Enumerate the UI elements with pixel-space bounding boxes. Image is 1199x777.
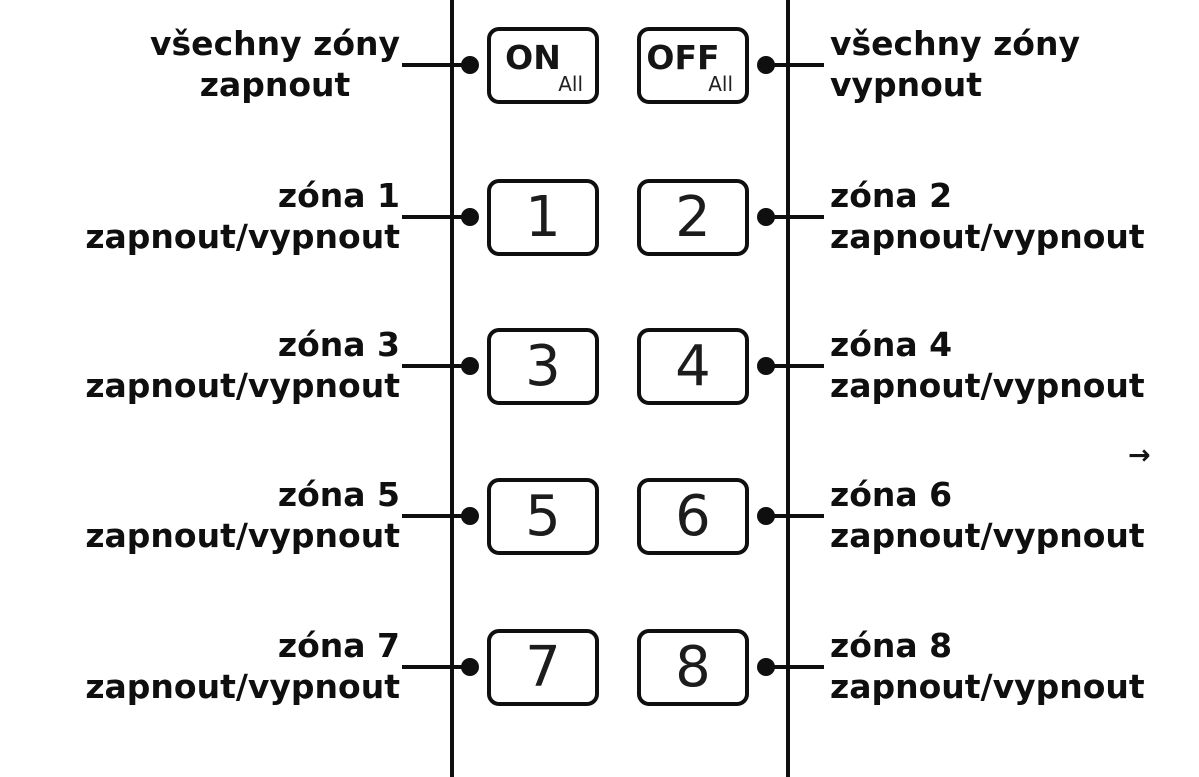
button-label: 1 xyxy=(525,184,561,250)
callout-line1: zóna 7 xyxy=(277,626,400,665)
button-label: 3 xyxy=(525,333,561,399)
button-zone-4[interactable]: 4 xyxy=(637,328,749,405)
leader-line-right xyxy=(764,63,824,67)
connector-dot-left xyxy=(461,56,479,74)
callout-line2: zapnout/vypnout xyxy=(830,667,1145,706)
button-zone-8[interactable]: 8 xyxy=(637,629,749,706)
callout-line2: zapnout/vypnout xyxy=(85,366,400,405)
callout-line2: zapnout/vypnout xyxy=(85,667,400,706)
connector-dot-left xyxy=(461,658,479,676)
button-zone-5[interactable]: 5 xyxy=(487,478,599,555)
remote-body-left-edge xyxy=(450,0,454,777)
button-zone-2[interactable]: 2 xyxy=(637,179,749,256)
callout-line2: vypnout xyxy=(830,65,983,104)
leader-line-left xyxy=(402,63,472,67)
callout-line2: zapnout/vypnout xyxy=(830,366,1145,405)
callout-line2: zapnout/vypnout xyxy=(830,516,1145,555)
button-zone-7[interactable]: 7 xyxy=(487,629,599,706)
button-zone-6[interactable]: 6 xyxy=(637,478,749,555)
callout-line1: všechny zóny xyxy=(150,24,400,63)
callout-line1: všechny zóny xyxy=(830,24,1080,63)
callout-line1: zóna 5 xyxy=(277,475,400,514)
button-zone-3[interactable]: 3 xyxy=(487,328,599,405)
button-label: 6 xyxy=(675,483,711,549)
callout-line2: zapnout/vypnout xyxy=(85,516,400,555)
button-label: OFF xyxy=(646,38,720,77)
button-label: 2 xyxy=(675,184,711,250)
button-sublabel-all: All xyxy=(558,72,583,96)
callout-line1: zóna 1 xyxy=(277,176,400,215)
button-label: 4 xyxy=(675,333,711,399)
leader-line-right xyxy=(764,665,824,669)
button-label: 5 xyxy=(525,483,561,549)
button-zone-1[interactable]: 1 xyxy=(487,179,599,256)
leader-line-left xyxy=(402,364,472,368)
leader-line-left xyxy=(402,665,472,669)
right-arrow-icon: → xyxy=(1128,440,1151,471)
callout-line1: zóna 4 xyxy=(830,325,953,364)
callout-line2: zapnout xyxy=(199,65,351,104)
callout-line1: zóna 2 xyxy=(830,176,953,215)
callout-line2: zapnout/vypnout xyxy=(830,217,1145,256)
connector-dot-left xyxy=(461,507,479,525)
button-sublabel-all: All xyxy=(708,72,733,96)
button-on-all[interactable]: ON All xyxy=(487,27,599,104)
callout-zone-7: zóna 7 zapnout/vypnout xyxy=(85,625,400,707)
callout-line1: zóna 3 xyxy=(277,325,400,364)
connector-dot-left xyxy=(461,357,479,375)
callout-zone-5: zóna 5 zapnout/vypnout xyxy=(85,474,400,556)
button-label: ON xyxy=(505,38,561,77)
button-label: 8 xyxy=(675,634,711,700)
callout-zone-3: zóna 3 zapnout/vypnout xyxy=(85,324,400,406)
callout-zone-6: zóna 6 zapnout/vypnout xyxy=(830,474,1145,556)
callout-line1: zóna 6 xyxy=(830,475,953,514)
button-label: 7 xyxy=(525,634,561,700)
callout-zone-1: zóna 1 zapnout/vypnout xyxy=(85,175,400,257)
callout-zone-2: zóna 2 zapnout/vypnout xyxy=(830,175,1145,257)
callout-line2: zapnout/vypnout xyxy=(85,217,400,256)
button-off-all[interactable]: OFF All xyxy=(637,27,749,104)
connector-dot-left xyxy=(461,208,479,226)
callout-line1: zóna 8 xyxy=(830,626,953,665)
leader-line-left xyxy=(402,215,472,219)
leader-line-right xyxy=(764,215,824,219)
leader-line-left xyxy=(402,514,472,518)
callout-all-off: všechny zóny vypnout xyxy=(830,23,1080,105)
remote-body-right-edge xyxy=(786,0,790,777)
callout-all-on: všechny zóny zapnout xyxy=(150,23,400,105)
leader-line-right xyxy=(764,364,824,368)
callout-zone-8: zóna 8 zapnout/vypnout xyxy=(830,625,1145,707)
callout-zone-4: zóna 4 zapnout/vypnout xyxy=(830,324,1145,406)
leader-line-right xyxy=(764,514,824,518)
